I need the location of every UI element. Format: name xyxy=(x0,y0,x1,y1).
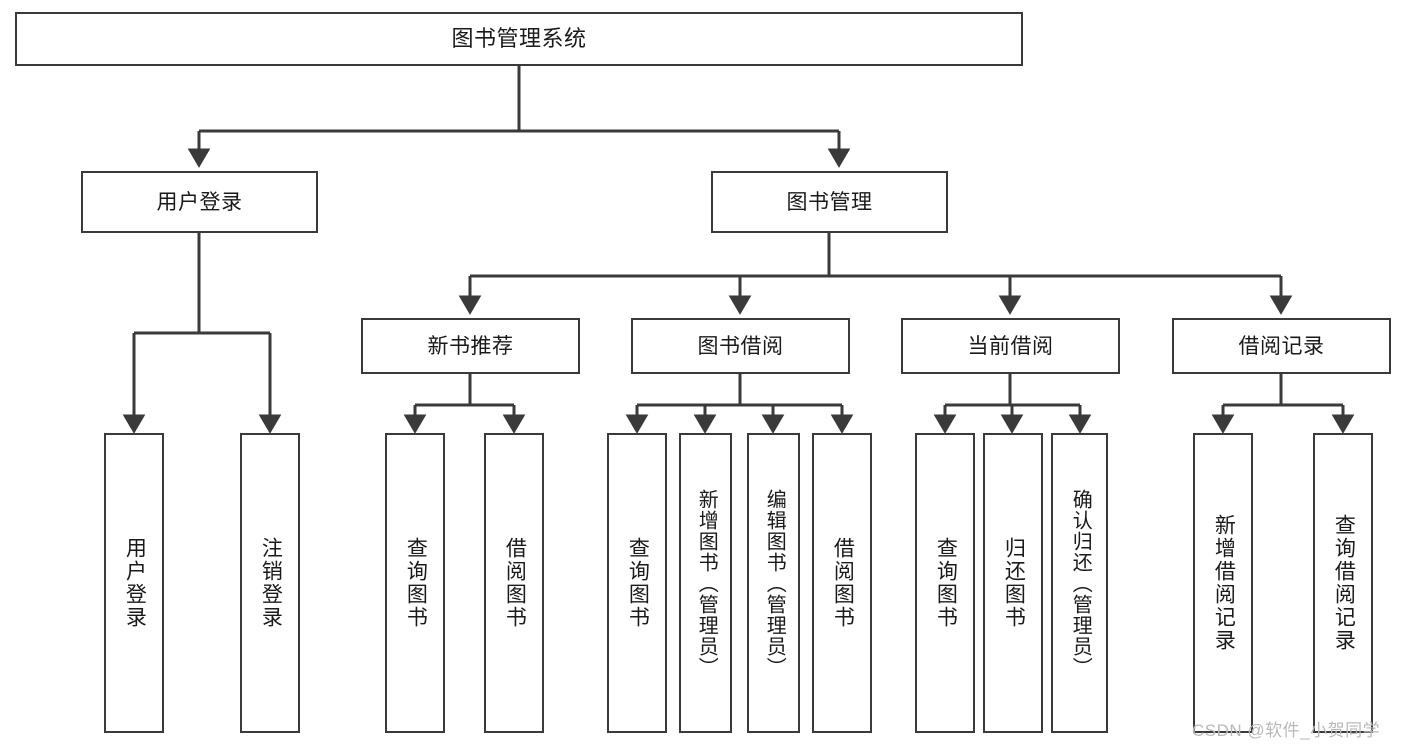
node-user-login[interactable]: 用户登录 xyxy=(81,171,318,233)
leaf-recommend-query-book[interactable]: 查询图书 xyxy=(385,433,445,733)
node-label: 查询图书 xyxy=(404,537,428,629)
leaf-record-query-record[interactable]: 查询借阅记录 xyxy=(1313,433,1373,733)
node-label: 查询借阅记录 xyxy=(1332,514,1356,652)
leaf-recommend-borrow-book[interactable]: 借阅图书 xyxy=(484,433,544,733)
leaf-current-confirm-return-admin[interactable]: 确认归还（管理员） xyxy=(1051,433,1108,733)
leaf-borrow-query-book[interactable]: 查询图书 xyxy=(607,433,667,733)
node-label: 用户登录 xyxy=(123,537,147,629)
node-label: 借阅图书 xyxy=(503,537,527,629)
node-label: 用户登录 xyxy=(156,190,243,214)
node-label: 确认归还（管理员） xyxy=(1069,488,1092,678)
node-new-book-recommend[interactable]: 新书推荐 xyxy=(361,318,580,374)
leaf-borrow-edit-book-admin[interactable]: 编辑图书（管理员） xyxy=(747,433,800,733)
node-borrow-record[interactable]: 借阅记录 xyxy=(1172,318,1391,374)
node-label: 图书借阅 xyxy=(697,334,784,358)
leaf-current-return-book[interactable]: 归还图书 xyxy=(983,433,1043,733)
node-label: 新增借阅记录 xyxy=(1212,514,1236,652)
node-label: 注销登录 xyxy=(259,537,283,629)
leaf-current-query-book[interactable]: 查询图书 xyxy=(915,433,975,733)
leaf-user-login-signout[interactable]: 注销登录 xyxy=(240,433,300,733)
node-book-management[interactable]: 图书管理 xyxy=(711,171,948,233)
leaf-record-add-record[interactable]: 新增借阅记录 xyxy=(1193,433,1253,733)
node-label: 借阅记录 xyxy=(1238,334,1325,358)
watermark-text: CSDN @软件_小贺同学 xyxy=(1192,721,1381,740)
node-label: 归还图书 xyxy=(1002,537,1026,629)
node-label: 新增图书（管理员） xyxy=(695,488,718,678)
node-label: 当前借阅 xyxy=(967,334,1054,358)
node-root-system[interactable]: 图书管理系统 xyxy=(15,12,1023,66)
node-book-borrow[interactable]: 图书借阅 xyxy=(631,318,850,374)
leaf-borrow-borrow-book[interactable]: 借阅图书 xyxy=(812,433,872,733)
leaf-borrow-add-book-admin[interactable]: 新增图书（管理员） xyxy=(679,433,732,733)
node-label: 新书推荐 xyxy=(427,334,514,358)
node-label: 查询图书 xyxy=(934,537,958,629)
leaf-user-login-signin[interactable]: 用户登录 xyxy=(104,433,164,733)
node-label: 借阅图书 xyxy=(831,537,855,629)
node-label: 查询图书 xyxy=(626,537,650,629)
node-label: 图书管理系统 xyxy=(451,26,587,51)
node-label: 编辑图书（管理员） xyxy=(763,488,786,678)
node-current-borrow[interactable]: 当前借阅 xyxy=(901,318,1120,374)
node-label: 图书管理 xyxy=(786,190,873,214)
